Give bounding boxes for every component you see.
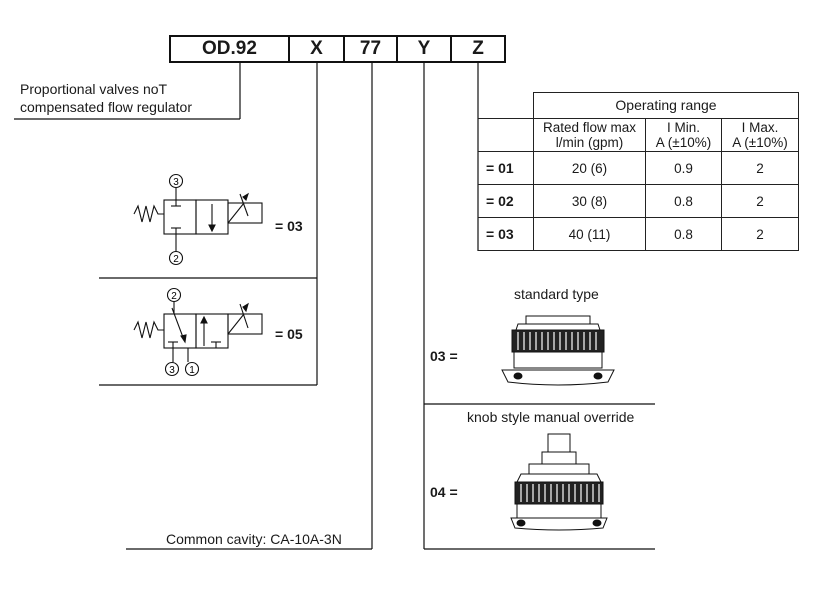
table-corner-2 [478, 118, 534, 152]
standard-type-illustration [501, 315, 615, 386]
x-option-03: = 03 [275, 218, 303, 234]
col-header-flow: Rated flow max l/min (gpm) [533, 118, 646, 152]
row-imax: 2 [721, 217, 799, 251]
valve-symbol-05: 2 3 1 [133, 287, 263, 377]
col-flow-l1: Rated flow max [542, 120, 637, 135]
port-label-3: 3 [169, 365, 175, 376]
series-code-box: OD.92 [169, 35, 290, 63]
z-option-03: 03 = [430, 348, 458, 364]
table-row: = 03 40 (11) 0.8 2 [478, 217, 799, 251]
description-line1: Proportional valves noT [20, 81, 168, 97]
y-code-box: Y [396, 35, 452, 63]
description-line2: compensated flow regulator [20, 99, 192, 115]
col-header-imax: I Max. A (±10%) [721, 118, 799, 152]
operating-range-table: Operating range Rated flow max l/min (gp… [478, 92, 799, 251]
row-imax: 2 [721, 151, 799, 185]
series-code: OD.92 [202, 38, 257, 59]
z-option-04: 04 = [430, 484, 458, 500]
common-cavity-label: Common cavity: CA-10A-3N [166, 531, 342, 547]
port-label-2: 2 [173, 254, 179, 265]
standard-type-label: standard type [514, 286, 599, 302]
row-code: = 01 [478, 151, 534, 185]
col-imin-l2: A (±10%) [655, 135, 712, 150]
x-code: X [310, 38, 323, 59]
row-imin: 0.9 [645, 151, 722, 185]
port-label-1: 1 [189, 365, 195, 376]
row-imax: 2 [721, 184, 799, 218]
valve-symbol-03: 3 2 [133, 173, 263, 266]
table-row: = 01 20 (6) 0.9 2 [478, 151, 799, 185]
col-imax-l1: I Max. [741, 120, 779, 135]
z-code-box: Z [450, 35, 506, 63]
col-imax-l2: A (±10%) [732, 135, 788, 150]
table-row: = 02 30 (8) 0.8 2 [478, 184, 799, 218]
port-label-2: 2 [171, 291, 177, 302]
z-code: Z [472, 38, 484, 59]
table-corner [478, 92, 534, 119]
row-flow: 30 (8) [533, 184, 646, 218]
cavity-code: 77 [359, 38, 382, 59]
knob-style-illustration [510, 433, 608, 531]
row-imin: 0.8 [645, 184, 722, 218]
col-imin-l1: I Min. [666, 120, 700, 135]
x-code-box: X [288, 35, 345, 63]
knob-style-label: knob style manual override [467, 409, 635, 425]
row-flow: 20 (6) [533, 151, 646, 185]
row-code: = 02 [478, 184, 534, 218]
y-code: Y [417, 38, 431, 59]
cavity-code-box: 77 [343, 35, 398, 63]
x-option-05: = 05 [275, 326, 303, 342]
port-label-3: 3 [173, 177, 179, 188]
col-header-imin: I Min. A (±10%) [645, 118, 722, 152]
row-imin: 0.8 [645, 217, 722, 251]
operating-range-header: Operating range [533, 92, 799, 119]
row-code: = 03 [478, 217, 534, 251]
row-flow: 40 (11) [533, 217, 646, 251]
col-flow-l2: l/min (gpm) [555, 135, 624, 150]
